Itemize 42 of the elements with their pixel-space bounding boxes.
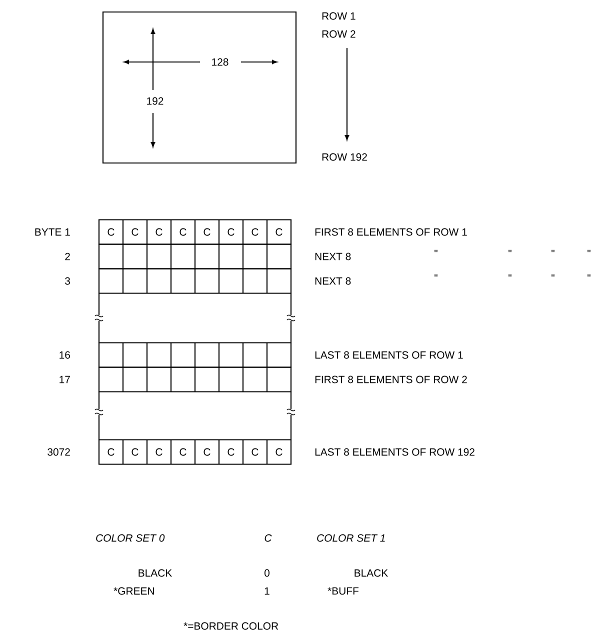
dimension-label: 128	[212, 58, 228, 66]
byte-number: 2	[65, 252, 70, 260]
memory-row	[98, 244, 292, 270]
memory-row: C C C C C C C C	[98, 219, 292, 245]
color-code: 0	[264, 569, 270, 577]
footnote: *=BORDER COLOR	[184, 622, 278, 630]
byte-number: 17	[60, 376, 70, 384]
column-heading: COLOR SET 1	[317, 534, 385, 542]
ditto-mark: "	[552, 250, 554, 252]
byte-number: BYTE 1	[35, 228, 70, 236]
ditto-mark: "	[508, 250, 512, 252]
row-description: NEXT 8	[315, 252, 351, 260]
column-heading: C	[264, 534, 272, 542]
row-description: FIRST 8 ELEMENTS OF ROW 2	[315, 376, 467, 384]
color-name: BLACK	[354, 569, 388, 577]
byte-number: 3072	[48, 448, 70, 456]
screen-box	[102, 11, 297, 164]
memory-row: C C C C C C C C	[98, 439, 292, 465]
ditto-mark: "	[588, 250, 590, 252]
row-description: FIRST 8 ELEMENTS OF ROW 1	[315, 228, 467, 236]
row-label: ROW 2	[322, 30, 356, 38]
byte-number: 16	[60, 351, 70, 359]
ditto-mark: "	[434, 274, 438, 277]
color-name: *BUFF	[328, 587, 358, 595]
color-name: *GREEN	[114, 587, 154, 595]
row-description: NEXT 8	[315, 277, 351, 285]
memory-row	[98, 366, 292, 392]
color-code: 1	[264, 587, 270, 595]
column-heading: COLOR SET 0	[96, 534, 165, 542]
row-description: LAST 8 ELEMENTS OF ROW 1	[315, 351, 463, 359]
ditto-mark: "	[552, 274, 554, 277]
row-label: ROW 192	[322, 153, 367, 161]
row-label: ROW 1	[322, 12, 356, 20]
ditto-mark: "	[434, 250, 438, 252]
dimension-label: 192	[147, 97, 164, 105]
color-name: BLACK	[138, 569, 172, 577]
ditto-mark: "	[588, 274, 590, 277]
ditto-mark: "	[508, 274, 512, 277]
row-description: LAST 8 ELEMENTS OF ROW 192	[315, 448, 474, 456]
memory-row	[98, 342, 292, 368]
memory-row	[98, 268, 292, 294]
byte-number: 3	[65, 277, 70, 285]
